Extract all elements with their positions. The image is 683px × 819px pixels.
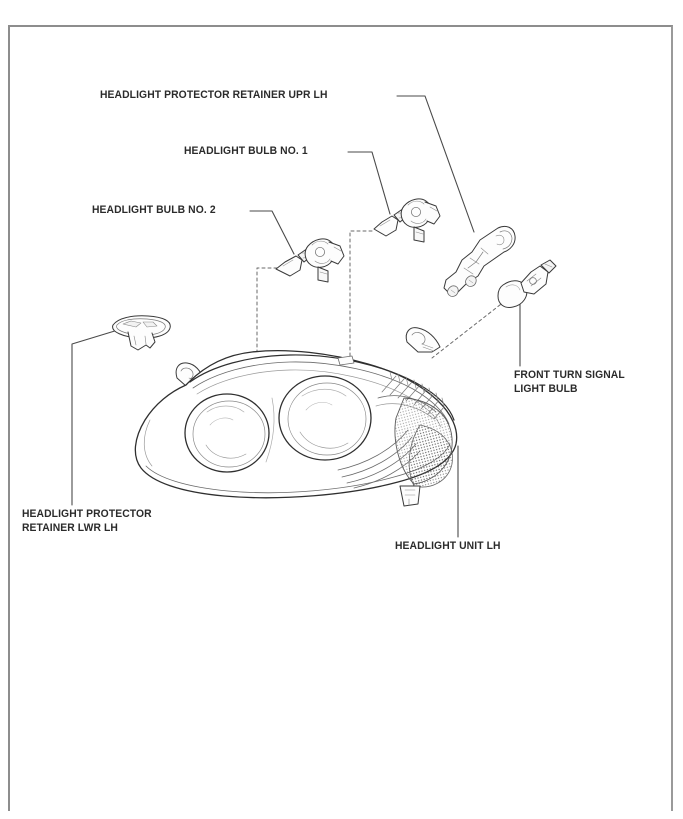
leader-lines <box>71 95 521 538</box>
callout-headlight-bulb-no-1: HEADLIGHT BULB NO. 1 <box>184 145 308 157</box>
part-headlight-unit-lh <box>134 327 458 507</box>
part-headlight-protector-retainer-lwr-lh <box>112 315 171 351</box>
callout-headlight-protector-retainer-upr-lh: HEADLIGHT PROTECTOR RETAINER UPR LH <box>100 89 328 101</box>
callout-headlight-bulb-no-2: HEADLIGHT BULB NO. 2 <box>92 204 216 216</box>
part-front-turn-signal-light-bulb <box>497 259 557 308</box>
callout-front-turn-signal-light-bulb-line1: FRONT TURN SIGNAL <box>514 369 625 381</box>
callout-headlight-unit-lh: HEADLIGHT UNIT LH <box>395 540 501 552</box>
part-headlight-bulb-no-1 <box>373 198 441 243</box>
callout-front-turn-signal-light-bulb-line2: LIGHT BULB <box>514 383 578 395</box>
part-headlight-bulb-no-2 <box>275 238 345 283</box>
callout-headlight-protector-retainer-lwr-lh-line1: HEADLIGHT PROTECTOR <box>22 508 152 520</box>
part-headlight-protector-retainer-upr-lh <box>443 225 516 297</box>
callout-headlight-protector-retainer-lwr-lh-line2: RETAINER LWR LH <box>22 522 118 534</box>
